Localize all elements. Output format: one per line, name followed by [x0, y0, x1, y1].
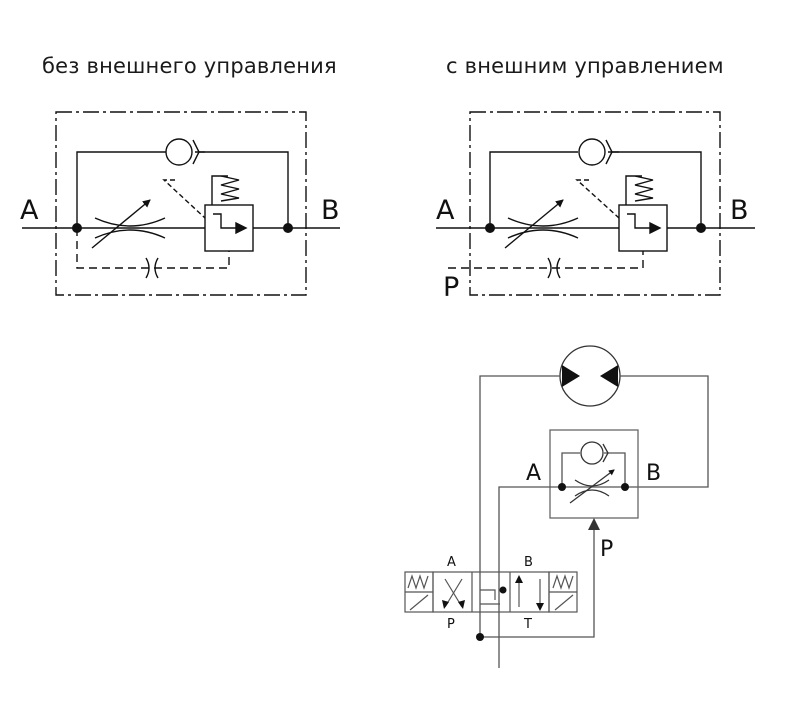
- spring-icon: [220, 175, 240, 202]
- junction-dot: [485, 223, 495, 233]
- port-p-label-right: P: [443, 272, 459, 303]
- dcv-arrow-icon: [458, 600, 465, 609]
- throttle-icon: [94, 217, 166, 227]
- port-b-label-left: B: [321, 195, 340, 226]
- junction-dot: [476, 633, 484, 641]
- valve-port-p-label: P: [600, 537, 613, 562]
- junction-dot: [499, 586, 507, 594]
- motor-arrow-icon: [562, 365, 580, 387]
- junction-dot: [283, 223, 293, 233]
- port-a-label-right: A: [436, 195, 455, 226]
- dcv-arrow-icon: [515, 575, 523, 583]
- left-valve-symbol: [22, 111, 340, 296]
- junction-dot: [696, 223, 706, 233]
- motor-arrow-icon: [600, 365, 618, 387]
- check-valve-icon: [580, 441, 604, 465]
- dcv-port-a-label: A: [447, 555, 456, 570]
- valve-port-b-label: B: [646, 461, 661, 486]
- title-with-external-control: с внешним управлением: [446, 54, 724, 78]
- port-b-label-right: B: [730, 195, 749, 226]
- spring-icon: [634, 175, 654, 202]
- port-a-label-left: A: [20, 195, 39, 226]
- circuit-diagram: [479, 345, 709, 668]
- check-valve-icon: [578, 138, 606, 166]
- title-without-external-control: без внешнего управления: [42, 54, 337, 78]
- dcv-arrow-icon: [536, 603, 544, 611]
- throttle-icon: [507, 217, 579, 227]
- pressure-arrow-icon: [588, 518, 600, 530]
- dcv-port-b-label: B: [524, 555, 533, 570]
- dcv-port-t-label: T: [523, 617, 532, 632]
- valve-port-a-label: A: [526, 461, 541, 486]
- dcv-arrow-icon: [442, 600, 449, 609]
- check-valve-icon: [165, 138, 193, 166]
- junction-dot: [621, 483, 629, 491]
- junction-dot: [558, 483, 566, 491]
- dcv-port-p-label: P: [447, 617, 455, 632]
- right-valve-symbol: [436, 111, 755, 296]
- junction-dot: [72, 223, 82, 233]
- directional-control-valve: [404, 571, 578, 613]
